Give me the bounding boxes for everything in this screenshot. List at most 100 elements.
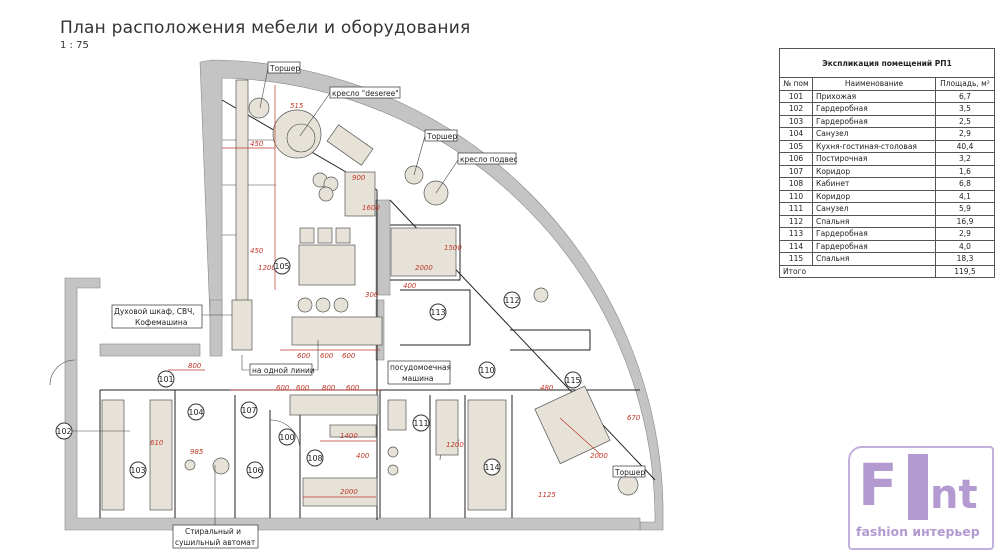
room-name: Коридор bbox=[812, 189, 936, 203]
room-area: 4,0 bbox=[935, 239, 995, 253]
furniture bbox=[101, 79, 639, 511]
svg-text:106: 106 bbox=[247, 466, 262, 475]
svg-text:113: 113 bbox=[430, 308, 445, 317]
svg-text:105: 105 bbox=[274, 262, 289, 271]
dim-label: 1125 bbox=[538, 491, 556, 499]
room-marker-111: 111 bbox=[412, 414, 430, 432]
callout-oven: Духовой шкаф, СВЧ, Кофемашина bbox=[111, 304, 232, 329]
dim-label: 600 bbox=[296, 384, 310, 392]
room-area: 3,2 bbox=[935, 152, 995, 166]
room-name: Гардеробная bbox=[812, 102, 936, 116]
room-number: 115 bbox=[779, 252, 813, 266]
dim-label: 2000 bbox=[590, 452, 608, 460]
dim-label: 600 bbox=[346, 384, 360, 392]
room-name: Кабинет bbox=[812, 177, 936, 191]
dim-label: 2000 bbox=[340, 488, 358, 496]
room-number: 103 bbox=[779, 114, 813, 128]
room-marker-105: 105 bbox=[273, 257, 291, 275]
table-total-row: Итого 119,5 bbox=[779, 264, 995, 278]
dim-label: 670 bbox=[627, 414, 641, 422]
room-name: Коридор bbox=[812, 164, 936, 178]
room-marker-108: 108 bbox=[306, 449, 324, 467]
svg-text:кресло подвес: кресло подвес bbox=[460, 155, 518, 164]
dim-label: 2000 bbox=[415, 264, 433, 272]
total-value: 119,5 bbox=[935, 264, 995, 278]
room-area: 5,9 bbox=[935, 202, 995, 216]
callout-torsher-2: Торшер bbox=[413, 129, 457, 176]
room-number: 101 bbox=[779, 89, 813, 103]
callout-kreslo-deseree: кресло "deseree" bbox=[299, 86, 401, 137]
svg-text:Духовой шкаф, СВЧ,: Духовой шкаф, СВЧ, bbox=[114, 307, 195, 316]
room-number: 110 bbox=[779, 189, 813, 203]
dim-label: 900 bbox=[352, 174, 366, 182]
logo-letters-nt: nt bbox=[930, 472, 978, 518]
page-title: План расположения мебели и оборудования bbox=[60, 18, 471, 38]
room-area: 6,7 bbox=[935, 89, 995, 103]
room-marker-101: 101 bbox=[157, 370, 175, 388]
room-marker-113: 113 bbox=[429, 303, 447, 321]
room-area: 1,6 bbox=[935, 164, 995, 178]
total-label: Итого bbox=[779, 264, 936, 278]
room-name: Постирочная bbox=[812, 152, 936, 166]
dim-label: 515 bbox=[290, 102, 304, 110]
svg-text:111: 111 bbox=[413, 419, 428, 428]
svg-text:108: 108 bbox=[307, 454, 322, 463]
room-area: 16,9 bbox=[935, 214, 995, 228]
dim-label: 600 bbox=[320, 352, 334, 360]
dim-label: 800 bbox=[188, 362, 202, 370]
dim-label: 400 bbox=[403, 282, 417, 290]
room-name: Гардеробная bbox=[812, 239, 936, 253]
svg-text:машина: машина bbox=[402, 374, 434, 383]
room-number: 102 bbox=[779, 102, 813, 116]
svg-text:112: 112 bbox=[504, 296, 519, 305]
svg-text:Стиральный и: Стиральный и bbox=[185, 527, 241, 536]
room-name: Гардеробная bbox=[812, 227, 936, 241]
dim-label: 480 bbox=[540, 384, 554, 392]
room-name: Спальня bbox=[812, 214, 936, 228]
room-name: Санузел bbox=[812, 127, 936, 141]
flint-logo: F nt fashion интерьер bbox=[848, 446, 994, 550]
room-number: 104 bbox=[779, 127, 813, 141]
svg-text:посудомоечная: посудомоечная bbox=[390, 363, 451, 372]
room-name: Кухня-гостиная-столовая bbox=[812, 139, 936, 153]
svg-text:Торшер: Торшер bbox=[426, 132, 457, 141]
dim-label: 1200 bbox=[446, 441, 464, 449]
svg-text:101: 101 bbox=[158, 375, 173, 384]
col-header-number: № пом bbox=[779, 77, 813, 91]
room-area: 2,9 bbox=[935, 227, 995, 241]
room-area: 2,5 bbox=[935, 114, 995, 128]
dim-label: 600 bbox=[342, 352, 356, 360]
room-marker-107: 107 bbox=[240, 401, 258, 419]
room-area: 3,5 bbox=[935, 102, 995, 116]
dim-label: 1500 bbox=[444, 244, 462, 252]
room-number: 114 bbox=[779, 239, 813, 253]
room-marker-110: 110 bbox=[478, 361, 496, 379]
dim-label: 450 bbox=[250, 140, 264, 148]
room-marker-115: 115 bbox=[564, 371, 582, 389]
svg-text:кресло "deseree": кресло "deseree" bbox=[332, 89, 399, 98]
svg-text:Торшер: Торшер bbox=[614, 468, 645, 477]
logo-figure-icon bbox=[908, 454, 928, 520]
dim-label: 800 bbox=[322, 384, 336, 392]
svg-text:107: 107 bbox=[241, 406, 256, 415]
room-number: 111 bbox=[779, 202, 813, 216]
room-area: 4,1 bbox=[935, 189, 995, 203]
room-number: 105 bbox=[779, 139, 813, 153]
room-schedule-table: Экспликация помещений РП1 № пом Наименов… bbox=[779, 48, 995, 278]
room-name: Прихожая bbox=[812, 89, 936, 103]
svg-text:Кофемашина: Кофемашина bbox=[135, 318, 187, 327]
dim-label: 1600 bbox=[362, 204, 380, 212]
